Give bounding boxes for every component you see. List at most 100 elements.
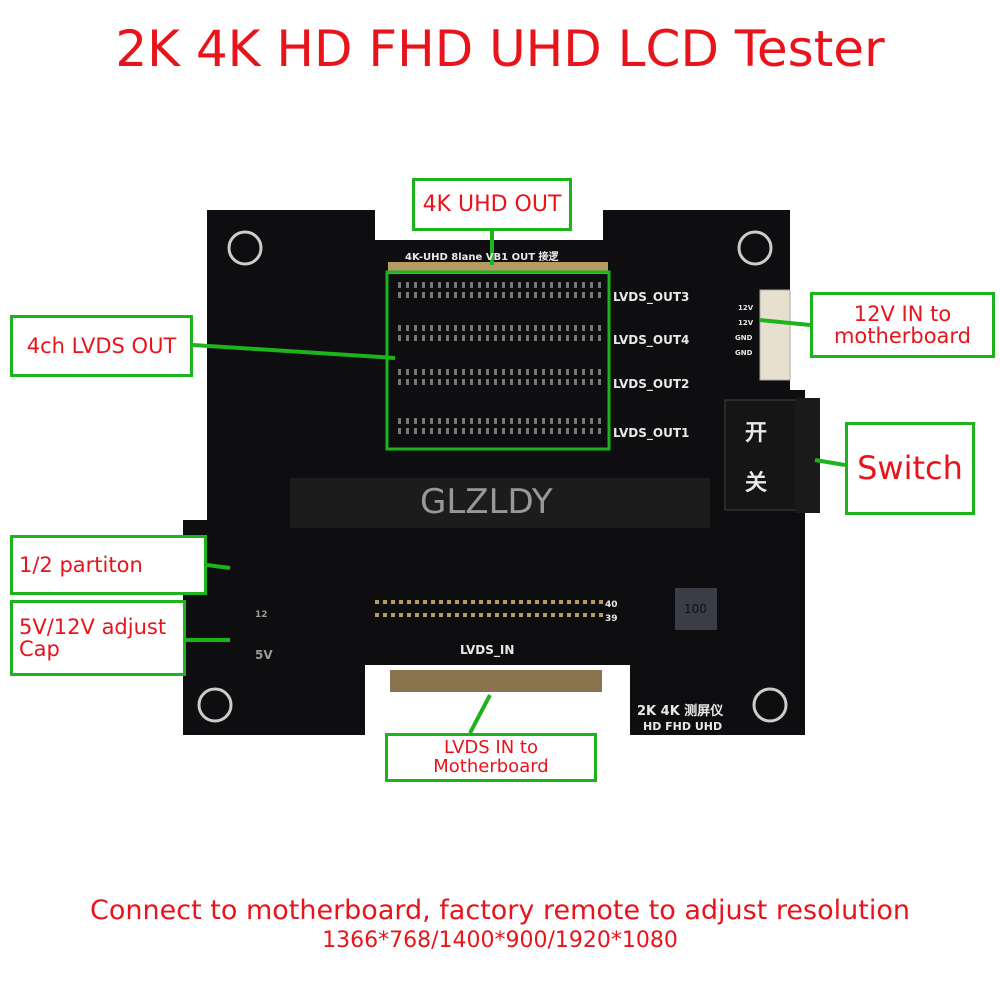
header-pin [518, 428, 521, 434]
header-pin [526, 282, 529, 288]
header-pin [494, 292, 497, 298]
header-pin [566, 292, 569, 298]
header-pin [494, 428, 497, 434]
header-pin [478, 292, 481, 298]
header-pin [526, 428, 529, 434]
lvds-in-pin [455, 613, 459, 617]
header-pin [430, 379, 433, 385]
header-pin [446, 292, 449, 298]
header-pin [526, 325, 529, 331]
header-pin [470, 282, 473, 288]
header-pin [494, 335, 497, 341]
lvds-in-pin [599, 600, 603, 604]
header-pin [414, 369, 417, 375]
lvds-in-pin [519, 613, 523, 617]
header-pin [502, 428, 505, 434]
header-pin [582, 325, 585, 331]
header-pin [590, 282, 593, 288]
header-pin [526, 335, 529, 341]
header-pin [486, 428, 489, 434]
header-pin [518, 369, 521, 375]
header-pin [446, 325, 449, 331]
header-pin [398, 325, 401, 331]
lvds-in-pin [559, 613, 563, 617]
callout-adjust-cap: 5V/12V adjust Cap [10, 600, 186, 676]
header-pin [534, 335, 537, 341]
lvds-in-pin [431, 613, 435, 617]
header-pin [422, 335, 425, 341]
lvds-in-pin [575, 613, 579, 617]
header-pin [454, 292, 457, 298]
header-pin [398, 428, 401, 434]
header-pin [438, 335, 441, 341]
lvds-in-pin [455, 600, 459, 604]
header-pin [534, 428, 537, 434]
header-pin [406, 282, 409, 288]
header-pin [454, 379, 457, 385]
header-pin [446, 428, 449, 434]
lvds-in-pin [503, 613, 507, 617]
header-pin [454, 418, 457, 424]
header-pin [502, 369, 505, 375]
header-pin [590, 379, 593, 385]
header-pin [518, 292, 521, 298]
power-connector [759, 289, 791, 381]
callout-lvds-in: LVDS IN to Motherboard [385, 733, 597, 782]
lvds-in-pin [407, 600, 411, 604]
header-pin [470, 418, 473, 424]
header-pin [422, 292, 425, 298]
header-pin [438, 428, 441, 434]
watermark: GLZLDY [420, 482, 553, 522]
header-pin [414, 325, 417, 331]
lvds-in-pin [599, 613, 603, 617]
lvds-in-pin [463, 613, 467, 617]
header-pin [558, 418, 561, 424]
header-pin [494, 418, 497, 424]
header-pin [502, 325, 505, 331]
lvds-in-pin [479, 600, 483, 604]
lvds-in-pin [559, 600, 563, 604]
header-pin [478, 379, 481, 385]
header-pin [454, 325, 457, 331]
header-pin [574, 325, 577, 331]
lvds-in-pin [527, 600, 531, 604]
header-pin [494, 379, 497, 385]
lvds-in-connector [390, 670, 602, 692]
header-pin [438, 418, 441, 424]
lvds-in-pin [399, 613, 403, 617]
header-pin [422, 282, 425, 288]
header-pin [422, 418, 425, 424]
lvds-in-pin [439, 600, 443, 604]
header-pin [518, 379, 521, 385]
header-pin [510, 335, 513, 341]
header-pin [526, 418, 529, 424]
header-pin [430, 325, 433, 331]
header-pin [550, 292, 553, 298]
header-pin [558, 369, 561, 375]
lvds-in-pin [375, 613, 379, 617]
header-pin [486, 369, 489, 375]
header-pin [590, 292, 593, 298]
header-pin [454, 369, 457, 375]
lvds-in-pin [535, 600, 539, 604]
header-pin [470, 292, 473, 298]
header-pin [470, 379, 473, 385]
header-pin [478, 369, 481, 375]
pin-headers [375, 282, 603, 617]
header-pin [430, 428, 433, 434]
header-pin [470, 325, 473, 331]
header-pin [510, 369, 513, 375]
header-pin [486, 335, 489, 341]
header-pin [470, 369, 473, 375]
header-pin [574, 292, 577, 298]
header-pin [574, 428, 577, 434]
lvds-in-pin [543, 600, 547, 604]
header-pin [550, 282, 553, 288]
power-pin-1: 12V [738, 304, 754, 312]
switch-on-label: 开 [745, 421, 768, 446]
header-pin [446, 418, 449, 424]
pin40-label: 40 [605, 600, 618, 610]
callout-partition: 1/2 partiton [10, 535, 207, 595]
header-pin [478, 335, 481, 341]
lvds-in-pin [487, 613, 491, 617]
